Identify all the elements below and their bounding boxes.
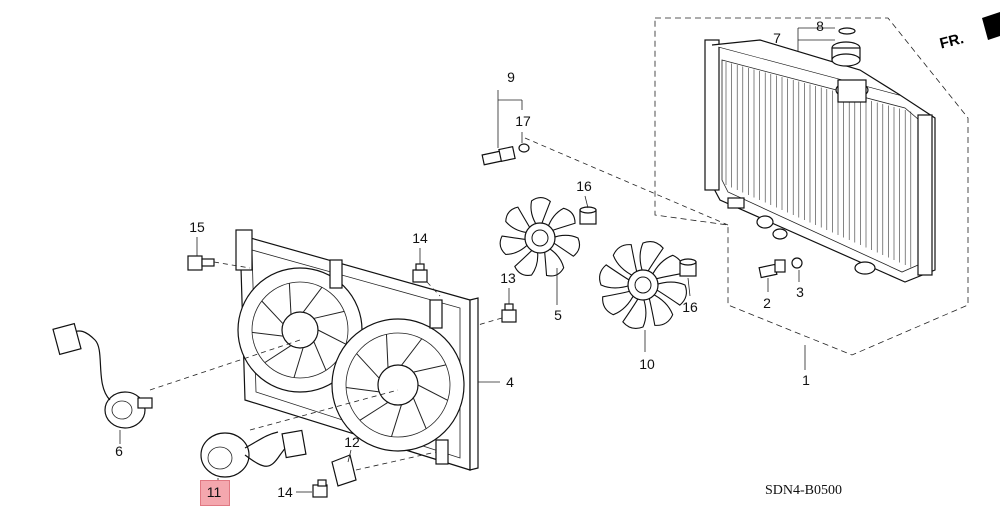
callout-17[interactable]: 17	[515, 113, 531, 129]
callout-15[interactable]: 15	[189, 219, 205, 235]
fan-5	[499, 197, 581, 277]
callout-16-upper[interactable]: 16	[576, 178, 592, 194]
callout-14-lower[interactable]: 14	[277, 484, 293, 500]
callout-9[interactable]: 9	[507, 69, 515, 85]
bolt-13	[501, 303, 517, 323]
radiator	[704, 39, 936, 283]
front-arrow-icon	[982, 12, 1000, 40]
drain-plug-2	[758, 259, 786, 279]
fan-shroud	[235, 229, 479, 471]
diagram-code: SDN4-B0500	[765, 483, 843, 498]
leader-lines	[119, 27, 835, 493]
bolt-14-upper	[412, 263, 428, 283]
callout-11-highlight	[200, 480, 230, 506]
callout-3[interactable]: 3	[796, 284, 804, 300]
nut-16-lower	[679, 258, 697, 277]
callout-1[interactable]: 1	[802, 372, 810, 388]
washer-3	[791, 257, 803, 269]
bracket-12	[331, 454, 357, 487]
sensor-9	[481, 145, 516, 166]
radiator-group-box	[654, 17, 969, 356]
callout-14-upper[interactable]: 14	[412, 230, 428, 246]
callout-7[interactable]: 7	[773, 30, 781, 46]
fan-10	[599, 241, 687, 329]
callout-6[interactable]: 6	[115, 443, 123, 459]
nut-16-upper	[579, 206, 597, 225]
callout-10[interactable]: 10	[639, 356, 655, 372]
callout-8[interactable]: 8	[816, 18, 824, 34]
washer-17	[518, 143, 530, 153]
fan-motor-11	[200, 429, 307, 478]
callout-16-lower[interactable]: 16	[682, 299, 698, 315]
radiator-cap	[831, 27, 869, 103]
bolt-15	[187, 255, 215, 271]
callout-11[interactable]: 11	[206, 484, 222, 500]
callout-12[interactable]: 12	[344, 434, 360, 450]
callout-13[interactable]: 13	[500, 270, 516, 286]
bolt-14-lower	[312, 479, 328, 498]
callout-4[interactable]: 4	[506, 374, 514, 390]
callout-5[interactable]: 5	[554, 307, 562, 323]
callout-2[interactable]: 2	[763, 295, 771, 311]
fan-motor-6	[52, 322, 153, 429]
